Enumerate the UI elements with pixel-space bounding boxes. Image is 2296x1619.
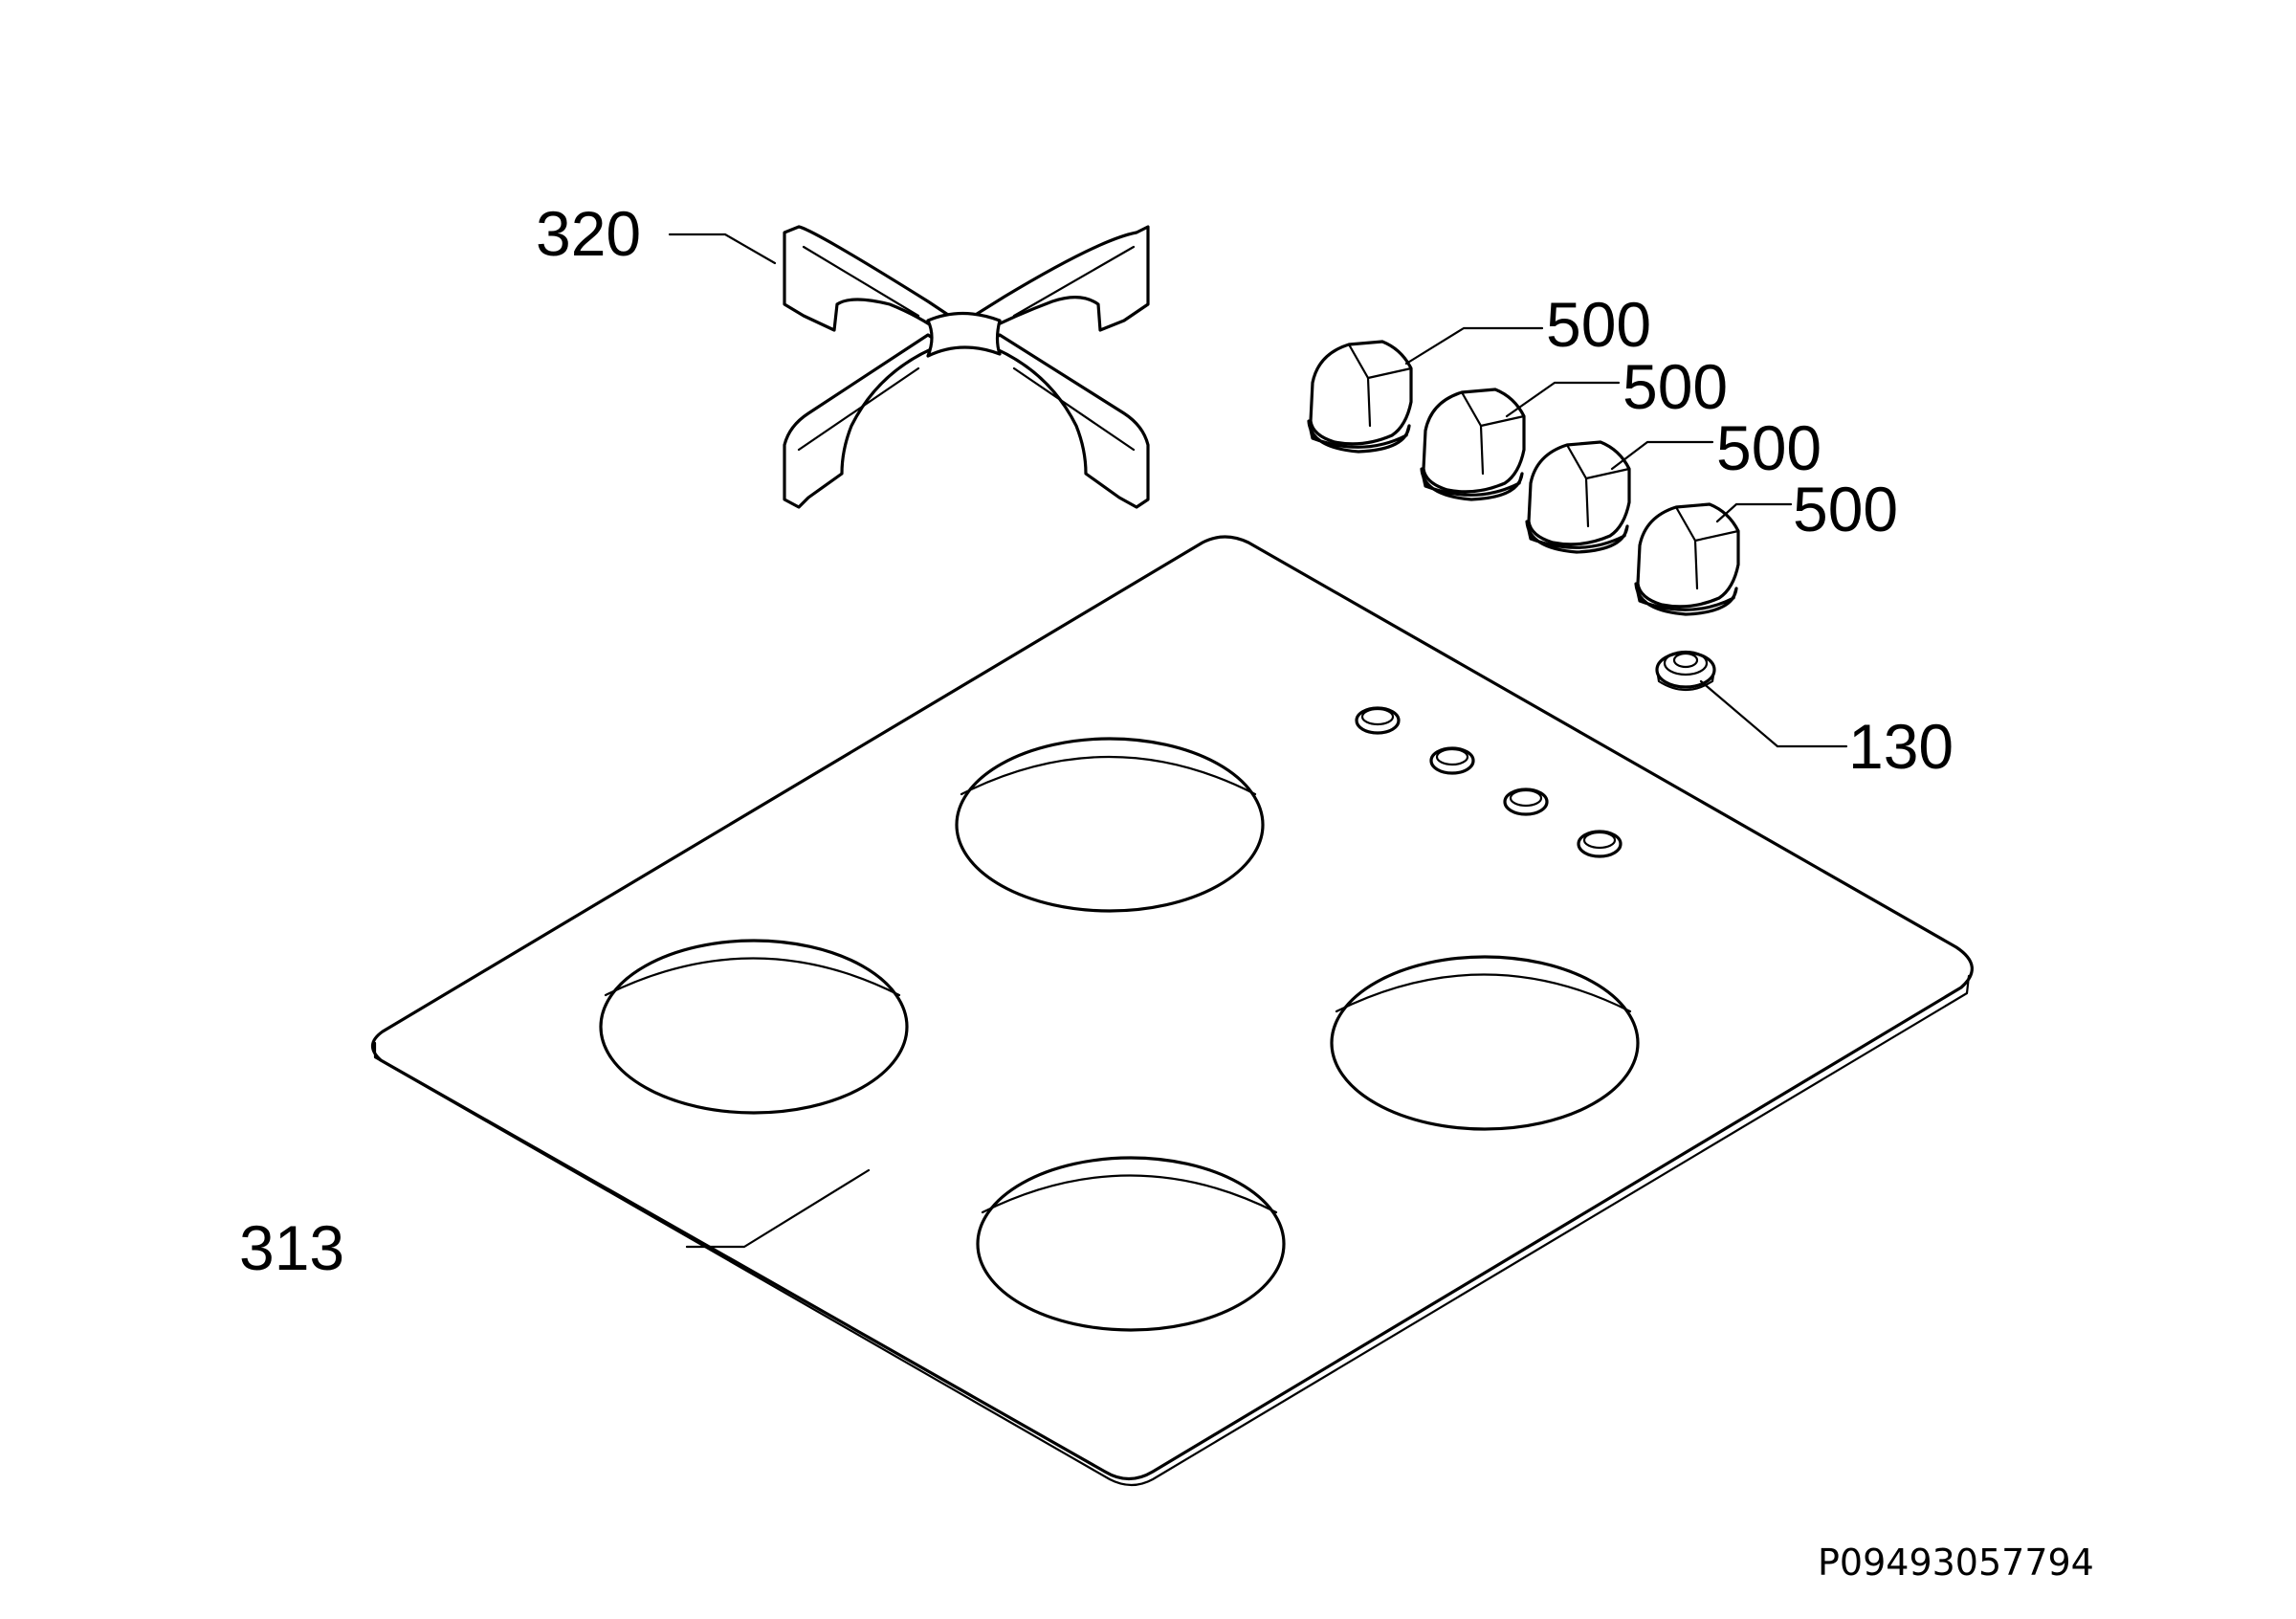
control-knob-2 [1420, 388, 1526, 501]
part-label-500-a: 500 [1546, 289, 1651, 360]
hob-top-plate [370, 535, 1974, 1487]
burner-hole-rear [955, 737, 1265, 913]
part-label-500-c: 500 [1716, 412, 1821, 483]
burner-hole-left [599, 939, 909, 1115]
part-labels: 320 500 500 500 500 130 313 [239, 198, 1954, 1283]
burner-hole-front [976, 1156, 1286, 1332]
leader-lines [668, 233, 1848, 1249]
control-knob-4 [1634, 502, 1740, 616]
drawing-code: P09493057794 [1818, 1541, 2094, 1584]
part-label-500-d: 500 [1793, 474, 1898, 544]
part-label-320: 320 [536, 198, 641, 269]
pan-support-grid [783, 225, 1150, 509]
knob-holes [1355, 706, 1623, 858]
control-knob-3 [1525, 440, 1631, 554]
control-knob-1 [1307, 340, 1413, 454]
burner-hole-right [1330, 955, 1640, 1131]
part-label-500-b: 500 [1623, 351, 1728, 422]
ignition-button-part [1655, 650, 1716, 692]
part-label-130: 130 [1848, 711, 1954, 782]
part-label-313: 313 [239, 1212, 344, 1283]
